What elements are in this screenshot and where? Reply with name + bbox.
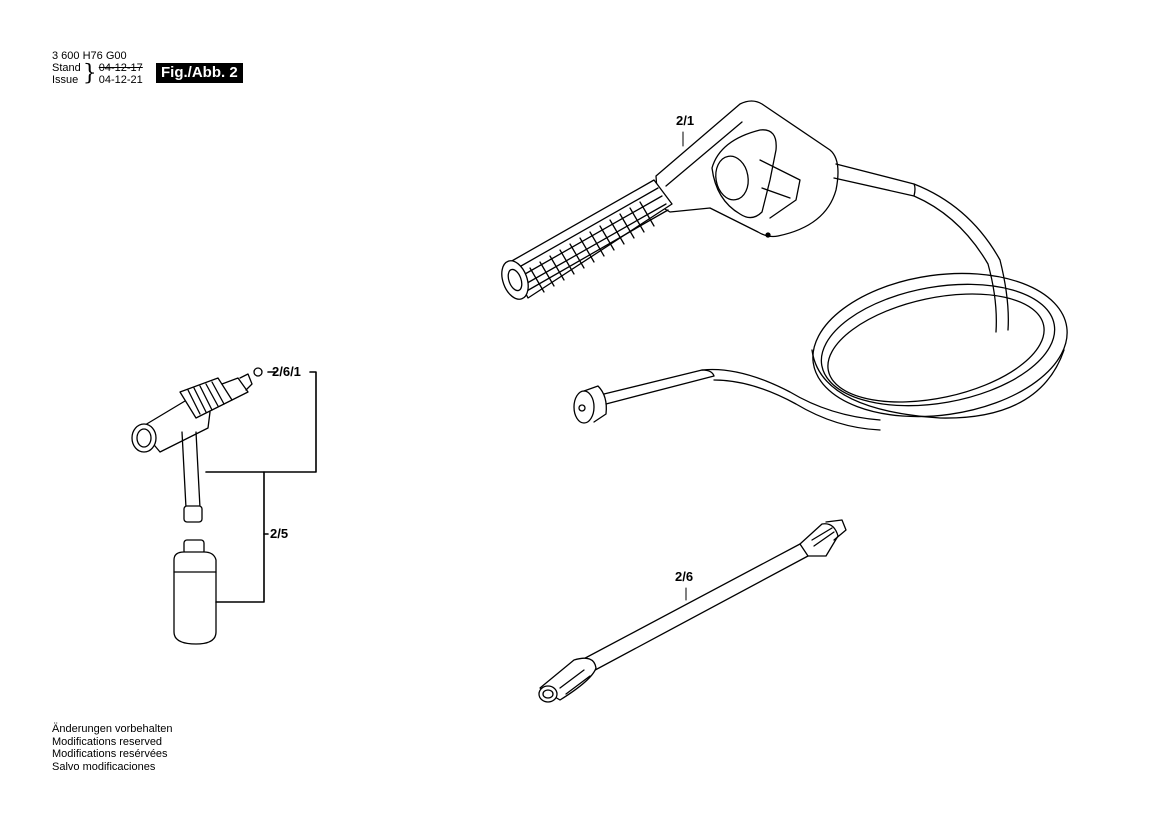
notice-line-de: Änderungen vorbehalten	[52, 723, 173, 735]
stand-date: 04-12-17	[98, 62, 143, 74]
callout-lines	[205, 131, 687, 603]
detergent-bottle-drawing	[173, 539, 217, 645]
notice-line-en: Modifications reserved	[52, 735, 163, 748]
label-oring: 2/6/1	[272, 364, 301, 379]
figure-badge: Fig./Abb. 2	[156, 63, 243, 83]
label-gun: 2/1	[676, 113, 695, 128]
trigger-gun-drawing	[501, 100, 1068, 431]
ribbed-grip	[501, 179, 673, 300]
label-lance: 2/6	[675, 569, 694, 584]
issue-label: Issue	[52, 74, 79, 86]
issue-date: 04-12-21	[98, 74, 143, 86]
notice-line-fr: Modifications resérvées	[52, 748, 168, 760]
detergent-nozzle-drawing	[131, 367, 263, 523]
lance-drawing	[538, 519, 847, 703]
modifications-notice: Änderungen vorbehalten Modifications res…	[52, 723, 172, 773]
notice-line-es: Salvo modificaciones	[52, 760, 156, 773]
label-detergent-set: 2/5	[270, 526, 289, 541]
stand-label: Stand	[52, 62, 81, 74]
brace-icon: }	[82, 61, 97, 86]
document-header: 3 600 H76 G00 Stand Issue } 04-12-17 04-…	[52, 50, 143, 86]
part-number: 3 600 H76 G00	[52, 50, 127, 62]
